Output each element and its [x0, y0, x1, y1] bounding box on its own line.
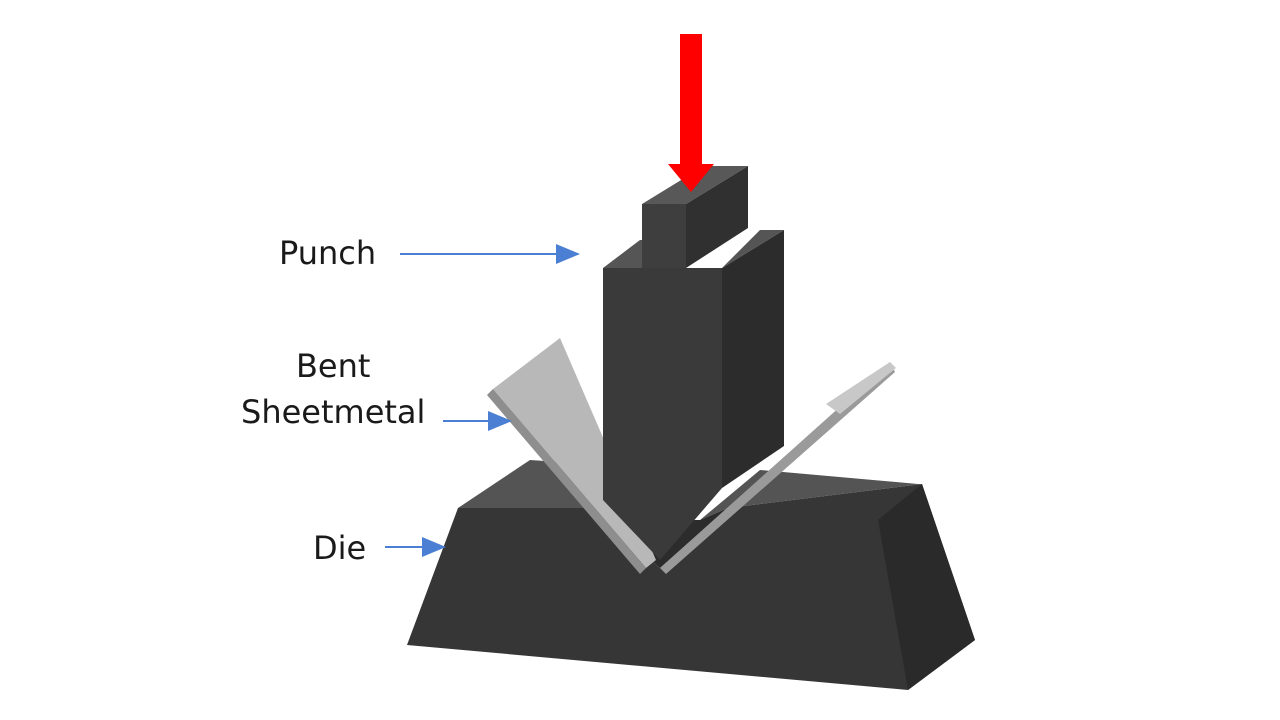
punch-body-front [603, 268, 722, 560]
punch-tang-side [686, 166, 748, 268]
sheetmetal-right-flange [660, 362, 895, 574]
die-side-face [878, 484, 975, 690]
bent-sheetmetal-label: Bent Sheetmetal [241, 343, 425, 435]
punch [603, 166, 784, 560]
punch-body-side [722, 230, 784, 488]
bent-sheetmetal-label-line1: Bent [295, 347, 371, 385]
die-front-face [407, 484, 975, 690]
sheetmetal-left-edge [487, 389, 646, 574]
punch-label: Punch [279, 234, 377, 272]
punch-tang-front [642, 204, 686, 268]
die-label: Die [313, 529, 367, 567]
bent-sheetmetal-label-line2: Sheetmetal [241, 393, 426, 431]
sheetmetal-right-top [826, 362, 896, 414]
down-arrow-icon [668, 34, 714, 192]
